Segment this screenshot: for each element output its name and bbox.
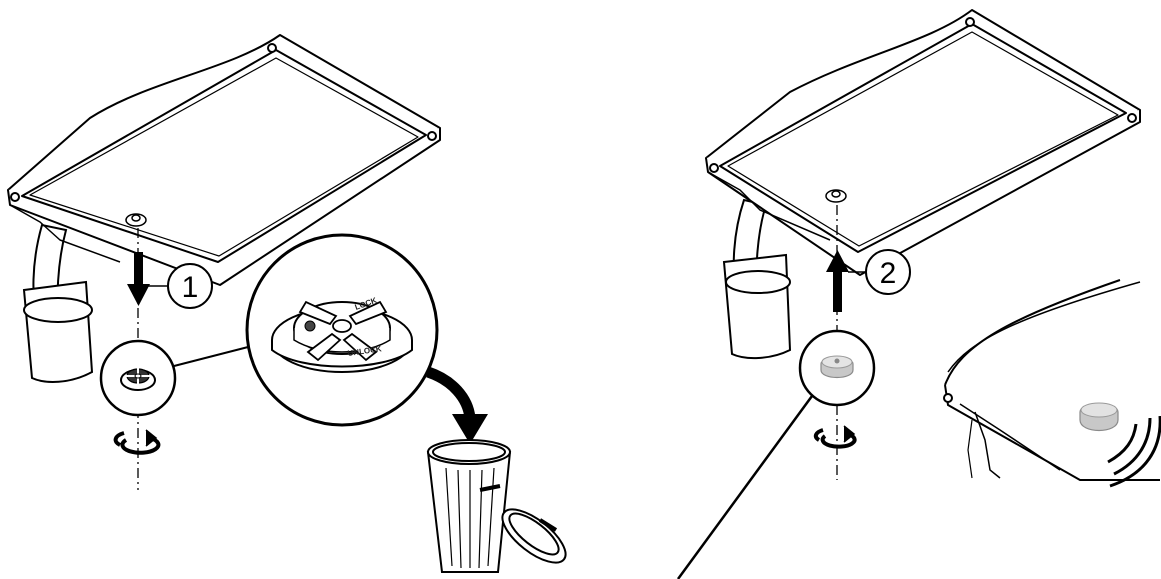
magnifier-connector xyxy=(174,346,252,366)
arrow-down-icon xyxy=(127,252,150,306)
rotate-icon-right xyxy=(816,426,855,447)
rotate-icon xyxy=(116,430,159,453)
mount-fitting-right xyxy=(826,190,846,202)
left-panel: 1 xyxy=(8,35,574,572)
old-cap-magnified: LOCK UNLOCK xyxy=(247,235,437,425)
new-device-detail xyxy=(800,331,874,405)
panel-zoom-inset xyxy=(944,280,1160,480)
sound-waves-icon xyxy=(1108,416,1160,486)
trash-can-icon xyxy=(428,440,574,572)
step-1-callout: 1 xyxy=(148,264,212,308)
discard-arrow-icon xyxy=(428,372,488,444)
step-2-number: 2 xyxy=(880,257,897,290)
right-panel: 2 xyxy=(678,10,1160,579)
step-1-number: 1 xyxy=(182,271,199,304)
mount-fitting-left xyxy=(126,214,146,226)
panel-right xyxy=(706,10,1140,275)
old-cap-detail-small xyxy=(101,341,175,415)
detail-connector-line xyxy=(678,396,812,579)
new-device-installed xyxy=(1080,403,1118,431)
stand-pole-right xyxy=(724,200,790,358)
